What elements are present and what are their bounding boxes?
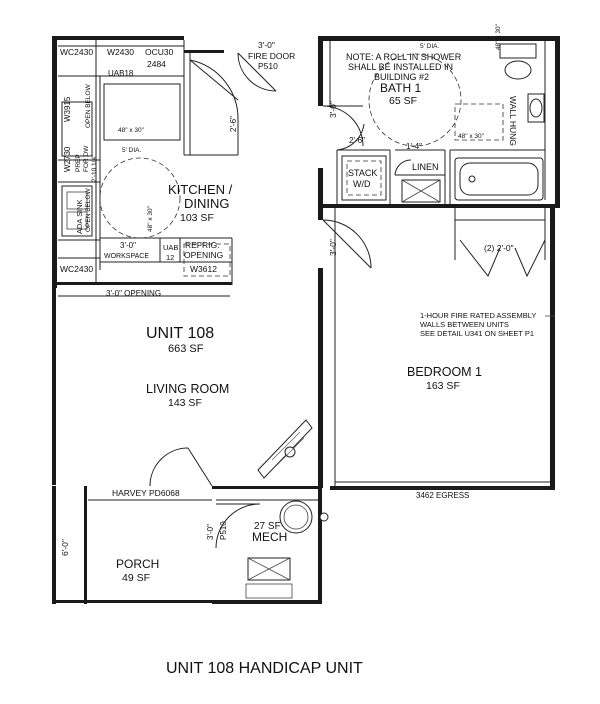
unit-name: UNIT 108: [146, 325, 214, 342]
toilet-icon: [504, 60, 532, 80]
cab-uab18: UAB18: [108, 69, 134, 78]
cab-prep-2: FOR DW: [83, 145, 90, 172]
cab-uab-1: UAB: [163, 243, 178, 252]
note-roll-in-1: NOTE: A ROLL IN SHOWER: [346, 52, 462, 62]
cab-dim-2-10: 2'-10 1/4": [91, 154, 98, 182]
cab-dia-5: 5' DIA.: [122, 147, 141, 154]
note-vanity-dim: 48" x 30": [458, 133, 485, 140]
harvey-door: HARVEY PD6068: [112, 488, 180, 498]
cab-ocu-num: 2484: [147, 59, 166, 69]
bath-door-dim: 3'-0": [328, 101, 338, 118]
room-linen: LINEN: [412, 162, 439, 172]
bathtub-icon: [459, 162, 539, 196]
pantry-dim: 2'-6": [229, 116, 238, 132]
room-mech-name: MECH: [252, 530, 287, 544]
egress-window: 3462 EGRESS: [416, 491, 469, 500]
room-stack-2: W/D: [353, 179, 371, 189]
bedroom-closet-dim: (2) 2'-0": [484, 243, 514, 253]
linen-dim: 1'-4": [406, 142, 422, 151]
drawing-title: UNIT 108 HANDICAP UNIT: [166, 660, 363, 677]
note-fire-rated-3: SEE DETAIL U341 ON SHEET P1: [420, 329, 534, 338]
note-roll-in-2: SHALL BE INSTALLED IN: [348, 62, 453, 72]
cab-workspace: WORKSPACE: [104, 253, 149, 260]
door-swings: [99, 52, 548, 549]
water-heater-icon: [279, 500, 313, 534]
fire-door-label: FIRE DOOR: [248, 51, 295, 61]
porch-dim: 6'-0": [60, 539, 70, 556]
room-kitchen-line1: KITCHEN /: [168, 182, 233, 197]
cab-prep-1: PREP: [75, 154, 82, 172]
cab-wc2430-top: WC2430: [60, 47, 93, 57]
note-fire-rated-1: 1-HOUR FIRE RATED ASSEMBLY: [420, 311, 536, 320]
fixtures: [61, 43, 545, 599]
bath-sink-icon: [529, 98, 543, 118]
cab-uab-2: 12: [166, 253, 174, 262]
inner-lines: [58, 40, 550, 501]
cab-counter-48: 48" x 30": [118, 127, 145, 134]
fire-door-dim: 3'-0": [258, 40, 275, 50]
cab-opening: 3'-0" OPENING: [106, 289, 161, 298]
room-kitchen-line2: DINING: [184, 196, 230, 211]
room-porch-name: PORCH: [116, 557, 159, 571]
cab-counter-30: 48" x 30": [147, 205, 154, 232]
unit-area: 663 SF: [168, 343, 204, 355]
mech-door-dim: 3'-0": [206, 524, 215, 540]
cab-open-below-2: OPEN BELOW: [85, 187, 92, 232]
cab-refrig-2: OPENING: [184, 250, 223, 260]
room-bath-area: 65 SF: [389, 95, 417, 107]
fire-door-code: P510: [258, 61, 278, 71]
labels: WC2430 W2430 OCU30 2484 UAB18 W3915 OPEN…: [60, 23, 555, 677]
cab-ocu30: OCU30: [145, 47, 174, 57]
room-stack-1: STACK: [348, 168, 377, 178]
cab-wc2430-bottom: WC2430: [60, 264, 93, 274]
room-mech-area: 27 SF: [254, 521, 281, 532]
note-fire-rated-2: WALLS BETWEEN UNITS: [420, 320, 509, 329]
room-bedroom-area: 163 SF: [426, 380, 460, 392]
note-roll-in-3: BUILDING #2: [374, 72, 429, 82]
room-living-area: 143 SF: [168, 397, 202, 409]
cab-w2730: W2730: [63, 146, 72, 172]
note-bath-dia: 5' DIA.: [420, 43, 439, 50]
bedroom-door-dim: 3'-0": [328, 239, 338, 256]
note-toilet-dim: 48" x 30": [495, 23, 502, 50]
note-wall-hung: WALL HUNG: [508, 96, 518, 146]
room-kitchen-area: 103 SF: [180, 212, 214, 224]
cab-w3612: W3612: [190, 264, 217, 274]
cab-w2430: W2430: [107, 47, 134, 57]
mech-door-code: P510: [219, 521, 228, 540]
cab-workspace-dim: 3'-0": [120, 241, 136, 250]
room-porch-area: 49 SF: [122, 572, 150, 584]
room-living-name: LIVING ROOM: [146, 382, 229, 396]
room-bath-name: BATH 1: [380, 81, 421, 95]
cab-open-below-1: OPEN BELOW: [85, 83, 92, 128]
room-bedroom-name: BEDROOM 1: [407, 365, 482, 379]
cab-w3915: W3915: [63, 96, 72, 122]
cab-refrig-1: REFRIG.: [185, 240, 219, 250]
cab-ada-sink: ADA SINK: [75, 199, 84, 234]
closet-dim: 2'-6": [349, 136, 365, 145]
